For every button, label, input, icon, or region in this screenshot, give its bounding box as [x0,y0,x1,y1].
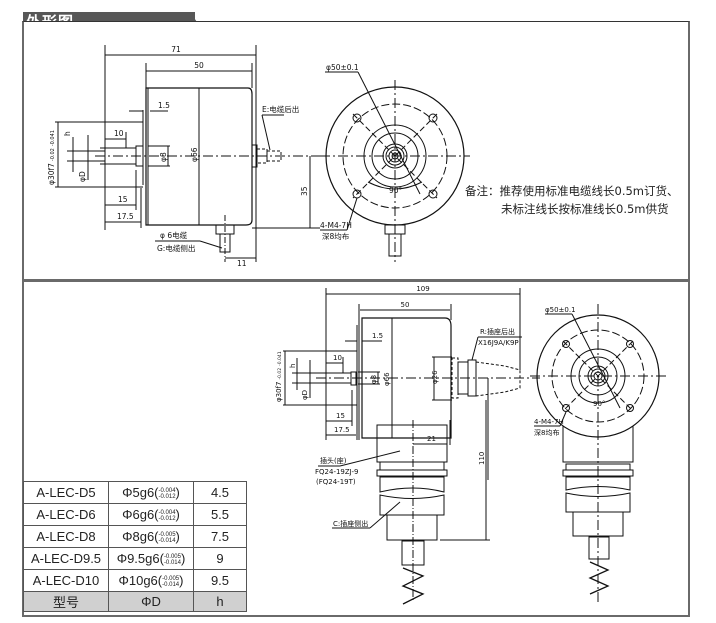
label-angle-b: 90° [593,400,605,408]
header-model: 型号 [23,591,109,612]
tol-upper: -0.004 [158,487,176,494]
tol-lower: -0.014 [162,581,180,588]
cell-d-main: Φ8g6( [122,529,159,544]
label-plug-model-1: FQ24-19ZJ-9 [315,468,358,476]
tol-upper: -0.005 [163,553,181,560]
dim-mount-depth-b: 17.5 [334,426,350,434]
cell-d-close: ) [175,507,180,522]
label-cable-dia: φ 6电缆 [160,230,188,240]
cell-h: 4.5 [193,481,247,504]
cell-d-close: ) [175,529,180,544]
tol-lower: -0.014 [158,537,176,544]
dim-connector-dia: φ26 [431,370,439,384]
note-line-1: 备注：推荐使用标准电缆线长0.5m订货、 [465,184,679,198]
label-holes: 4-M4-7H [320,221,352,230]
dim-body-length-b: 50 [401,301,410,309]
label-cable-rear: E:电缆后出 [262,104,299,114]
label-socket-side: C:插座侧出 [333,519,368,528]
cell-h: 9.5 [193,569,247,592]
dim-spigot-dia-b: φ30f7-0.02-0.041 [275,351,283,402]
cell-d: Φ10g6(-0.005-0.014) [108,569,194,592]
dim-socket-offset: 21 [427,435,436,443]
cell-h: 7.5 [193,525,247,548]
cell-d-close: ) [180,551,186,566]
cell-d: Φ8g6(-0.005-0.014) [108,525,194,548]
dim-body-length: 50 [194,61,204,70]
dim-hub-length: 15 [118,195,128,204]
tol-lower: -0.012 [158,515,176,522]
cell-d: Φ6g6(-0.004-0.012) [108,503,194,526]
cell-model: A-LEC-D8 [23,525,109,548]
cell-model: A-LEC-D9.5 [23,547,109,570]
label-socket-rear-model: X16J9A/K9P [478,339,519,347]
dim-total-height: 110 [478,452,486,465]
dim-body-dia-b: φ66 [383,372,391,386]
cell-d-close: ) [179,573,184,588]
cell-h: 9 [193,547,247,570]
cell-d-close: ) [175,485,180,500]
bottom-side-view-drawing: 109 50 1.5 10 15 17.5 φ30f7-0.02-0.041 h… [275,285,666,605]
tol-lower: -0.012 [158,493,176,500]
top-side-view-drawing: 71 50 1.5 10 15 17.5 φ30f7-0.02-0.041 h … [47,45,470,268]
tol-upper: -0.005 [162,575,180,582]
dim-body-dia: φ66 [190,147,199,162]
note-line-2: 未标注线长按标准线长0.5m供货 [501,202,669,216]
label-angle: 90° [389,186,403,195]
cell-d: Φ9.5g6(-0.005-0.014) [108,547,194,570]
dim-h-label-b: h [289,364,297,368]
cell-h: 5.5 [193,503,247,526]
cell-d-tolerance: -0.005-0.014 [162,576,179,588]
dim-overall-length-b: 109 [416,285,429,293]
label-holes-depth: 深8均布 [322,231,350,241]
label-holes-depth-b: 深8均布 [534,428,559,437]
dim-spigot-dia: φ30f7-0.02-0.041 [47,130,56,185]
table-header-row: 型号 ΦD h [23,591,247,612]
dim-d-label: φD [78,171,87,182]
dim-cable-offset: 11 [237,259,247,268]
label-plug-title: 插头(座) [320,456,347,465]
label-plug-model-2: (FQ24-19T) [316,478,356,486]
cell-d-tolerance: -0.004-0.012 [159,488,176,500]
cell-d-tolerance: -0.004-0.012 [159,510,176,522]
dim-mount-depth: 17.5 [117,212,134,221]
cell-d-main: Φ9.5g6( [116,551,164,566]
cell-model: A-LEC-D6 [23,503,109,526]
cell-model: A-LEC-D5 [23,481,109,504]
cell-d-main: Φ10g6( [118,573,163,588]
tol-upper: -0.005 [158,531,176,538]
dim-hub-length-b: 15 [336,412,345,420]
label-cable-side: G:电缆侧出 [157,243,195,253]
dim-d-label-b: φD [301,390,309,400]
tol-lower: -0.014 [163,559,181,566]
cell-d-main: Φ6g6( [122,507,159,522]
tol-upper: -0.004 [158,509,176,516]
header-d: ΦD [108,591,194,612]
cell-d-main: Φ5g6( [122,485,159,500]
top-drawing-panel [22,21,690,281]
dim-h-label: h [63,131,72,136]
label-pcd-b: φ50±0.1 [545,306,576,314]
dim-center-height: 35 [300,186,309,196]
cell-model: A-LEC-D10 [23,569,109,592]
dim-shaft-length-b: 10 [333,354,342,362]
dim-hub-dia: φ8 [159,152,168,162]
label-holes-b: 4-M4-7H [534,418,564,426]
dim-flange-thickness-b: 1.5 [372,332,383,340]
cell-d: Φ5g6(-0.004-0.012) [108,481,194,504]
label-pcd: φ50±0.1 [326,63,359,72]
dim-shaft-length: 10 [114,129,124,138]
label-socket-rear: R:插座后出 [480,327,515,336]
dim-flange-thickness: 1.5 [158,101,170,110]
header-h: h [193,591,247,612]
cell-d-tolerance: -0.005-0.014 [159,532,176,544]
dim-hub-dia-b: φ8 [370,375,378,384]
cell-d-tolerance: -0.005-0.014 [164,554,181,566]
dim-overall-length: 71 [171,45,181,54]
